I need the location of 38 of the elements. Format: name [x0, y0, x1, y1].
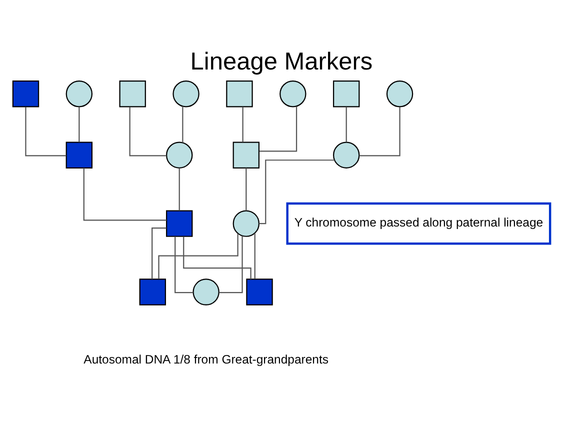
node-circle [332, 141, 360, 168]
connector [182, 106, 184, 142]
connector [129, 106, 166, 156]
connector [259, 106, 298, 152]
node-box [12, 80, 40, 107]
node-circle [192, 278, 220, 305]
connector [254, 232, 256, 278]
node-box: Y chromosome passed along paternal lineage [286, 202, 552, 244]
node-box [226, 80, 253, 107]
connector [246, 168, 247, 210]
node-box [119, 80, 146, 107]
node-circle [166, 141, 193, 168]
connector [83, 167, 166, 220]
node-box [166, 210, 193, 236]
connector [346, 106, 347, 142]
connector [174, 236, 194, 293]
node-box [232, 141, 260, 168]
connector [359, 106, 400, 156]
connector [219, 235, 243, 293]
node-circle [172, 80, 200, 107]
label: Autosomal DNA 1/8 from Great-grandparents [84, 352, 328, 366]
connector [25, 106, 66, 156]
node-circle [280, 80, 306, 107]
node-circle [232, 210, 260, 236]
node-box [246, 278, 273, 305]
node-circle [66, 80, 93, 107]
diagram-title: Lineage Markers [190, 48, 373, 75]
connector [242, 106, 244, 142]
connector [183, 236, 252, 279]
connector [178, 168, 180, 210]
connector [259, 159, 334, 224]
node-circle [386, 80, 414, 107]
connector [152, 226, 166, 279]
node-box [332, 80, 360, 107]
connector [158, 232, 238, 278]
node-box [66, 141, 93, 168]
node-box [139, 278, 166, 305]
connector [78, 106, 80, 142]
